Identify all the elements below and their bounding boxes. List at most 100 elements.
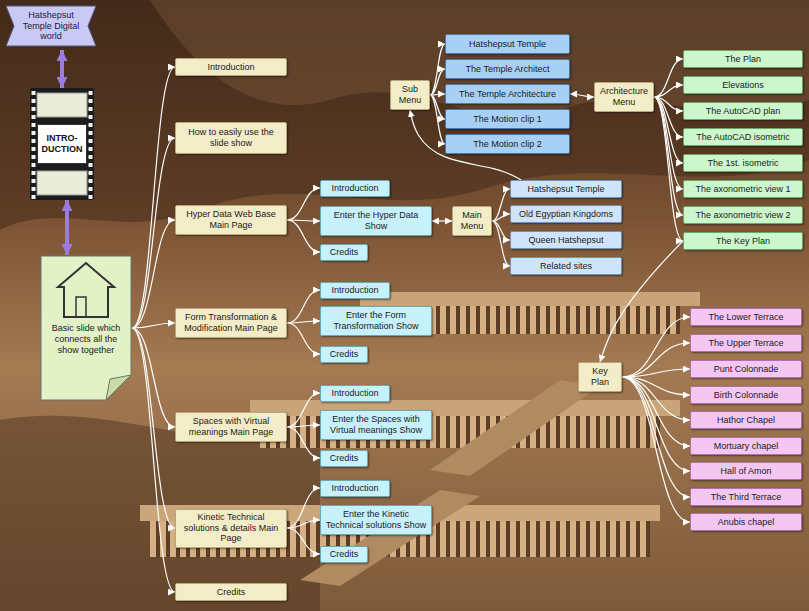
- sprocket: [89, 99, 93, 103]
- node-label: The Temple Architect: [466, 64, 550, 75]
- show-box: Introduction: [320, 480, 390, 497]
- connector: [287, 220, 320, 252]
- node-label: Punt Colonnade: [714, 364, 779, 375]
- cliff: [0, 0, 809, 230]
- node-label: Credits: [330, 247, 359, 258]
- node-label: Credits: [330, 349, 359, 360]
- connector: [287, 425, 320, 427]
- sprocket: [32, 139, 36, 143]
- film-frame: [37, 93, 87, 117]
- paper: [41, 256, 131, 400]
- menu-box: Hyper Data Web Base Main Page: [175, 205, 287, 235]
- node-label: Introduction: [331, 483, 378, 494]
- node-label: The Motion clip 2: [473, 139, 542, 150]
- connector: [287, 528, 320, 554]
- connector: [492, 214, 510, 221]
- menu-box: Form Transformation & Modification Main …: [175, 308, 287, 338]
- menu-box: Key Plan: [578, 362, 622, 392]
- menu-box: Kinetic Technical solutions & details Ma…: [175, 509, 287, 548]
- node-label: Introduction: [331, 388, 378, 399]
- node-label: Credits: [330, 549, 359, 560]
- architecture-item: Elevations: [683, 76, 803, 94]
- node-label: Introduction: [331, 183, 378, 194]
- connector: [287, 520, 320, 528]
- connector: [622, 343, 690, 377]
- connector: [132, 323, 175, 328]
- node-label: Enter the Spaces with Virtual meanings S…: [325, 414, 427, 436]
- node-label: The Motion clip 1: [473, 114, 542, 125]
- connector: [60, 50, 64, 88]
- submenu-item: The Temple Architecture: [445, 84, 570, 104]
- node-label: Anubis chapel: [718, 517, 775, 528]
- node-label: Hathor Chapel: [717, 415, 775, 426]
- film-base: [30, 88, 94, 200]
- connector: [287, 188, 320, 220]
- node-label: Basic slide which connects all the show …: [46, 323, 126, 355]
- sprocket: [32, 99, 36, 103]
- connector: [430, 44, 445, 95]
- architecture-item: The Key Plan: [683, 232, 803, 250]
- node-label: Related sites: [540, 261, 592, 272]
- architecture-item: The AutoCAD isometric: [683, 128, 803, 146]
- menu-box: How to easily use the slide show: [175, 122, 287, 154]
- connector: [132, 138, 175, 328]
- node-label: Hatshepsut Temple: [528, 184, 605, 195]
- show-box: Credits: [320, 346, 368, 363]
- title-banner: Hatshepsut Temple Digital world: [6, 2, 96, 50]
- connector: [492, 189, 510, 221]
- menu-item: Hatshepsut Temple: [510, 180, 622, 198]
- sprocket: [32, 179, 36, 183]
- node-label: Old Egyptian Kingdoms: [519, 209, 613, 220]
- cliff-light: [150, 0, 809, 118]
- house-icon: [58, 263, 114, 317]
- submenu-item: The Temple Architect: [445, 59, 570, 79]
- menu-item: Related sites: [510, 257, 622, 275]
- node-label: Main Menu: [457, 210, 487, 232]
- node-label: The Temple Architecture: [459, 89, 556, 100]
- architecture-item: The AutoCAD plan: [683, 102, 803, 120]
- node-label: Architecture Menu: [599, 86, 649, 108]
- connector: [622, 377, 690, 522]
- keyplan-item: Anubis chapel: [690, 513, 802, 531]
- menu-box: Introduction: [175, 58, 287, 76]
- connector: [432, 220, 452, 221]
- node-label: INTRO- DUCTION: [37, 124, 87, 164]
- sprocket: [32, 155, 36, 159]
- connector: [654, 85, 683, 97]
- keyplan-item: The Lower Terrace: [690, 308, 802, 326]
- sprocket: [32, 147, 36, 151]
- node-label: Queen Hatshepsut: [528, 235, 603, 246]
- connector: [430, 95, 445, 144]
- connector: [287, 427, 320, 458]
- fold: [106, 375, 131, 400]
- node-label: Hyper Data Web Base Main Page: [180, 209, 282, 231]
- sprocket: [89, 91, 93, 95]
- node-label: The Third Terrace: [711, 492, 782, 503]
- connector: [132, 220, 175, 328]
- menu-item: Queen Hatshepsut: [510, 231, 622, 249]
- connector: [430, 69, 445, 95]
- connector: [430, 94, 445, 95]
- connector: [570, 94, 594, 97]
- sprocket: [32, 195, 36, 199]
- architecture-item: The 1st. isometric: [683, 154, 803, 172]
- node-label: Credits: [217, 587, 246, 598]
- sprocket: [89, 179, 93, 183]
- node-label: The AutoCAD isometric: [696, 132, 790, 143]
- show-box: Introduction: [320, 180, 390, 197]
- ramp: [300, 490, 480, 586]
- connector: [622, 377, 690, 420]
- connector: [492, 221, 510, 240]
- sprocket: [89, 139, 93, 143]
- connector: [132, 328, 175, 427]
- sprocket: [89, 171, 93, 175]
- node-label: Enter the Hyper Data Show: [325, 210, 427, 232]
- terrace: [360, 292, 700, 306]
- connector: [622, 377, 690, 471]
- connector: [287, 323, 320, 354]
- sprocket: [32, 115, 36, 119]
- node-label: Hatshepsut Temple: [469, 39, 546, 50]
- node-label: Spaces with Virtual meanings Main Page: [180, 416, 282, 438]
- menu-item: Old Egyptian Kingdoms: [510, 205, 622, 223]
- node-label: The 1st. isometric: [707, 158, 778, 169]
